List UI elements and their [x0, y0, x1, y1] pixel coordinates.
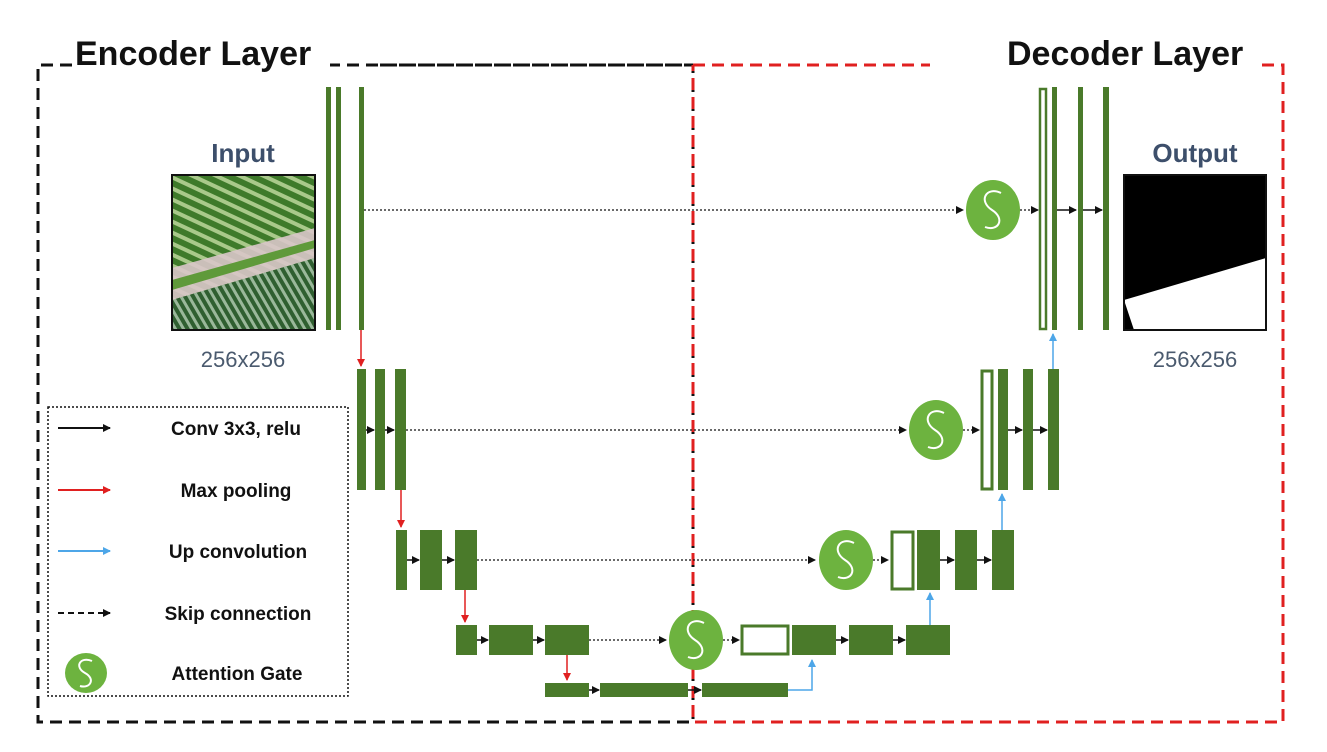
- decoder-level-4: [740, 624, 950, 656]
- feature-map: [456, 625, 477, 655]
- legend-label-attention: Attention Gate: [172, 664, 303, 685]
- attention-gate-icon: [819, 530, 873, 590]
- encoder-level-4: [456, 625, 589, 655]
- decoder-level-3: [890, 530, 1014, 591]
- output-title: Output: [1152, 138, 1238, 168]
- feature-map: [1023, 369, 1033, 490]
- feature-map: [545, 625, 589, 655]
- feature-map: [992, 530, 1014, 590]
- feature-map: [359, 87, 364, 330]
- legend-label-skip: Skip connection: [165, 604, 312, 625]
- legend-attention-gate-icon: [65, 653, 107, 693]
- feature-map: [375, 369, 385, 490]
- input-title: Input: [211, 138, 275, 168]
- feature-map: [600, 683, 688, 697]
- legend-label-conv: Conv 3x3, relu: [171, 419, 301, 440]
- feature-map: [489, 625, 533, 655]
- feature-map: [1048, 369, 1059, 490]
- feature-map: [336, 87, 341, 330]
- encoder-title: Encoder Layer: [75, 35, 311, 73]
- feature-map: [455, 530, 477, 590]
- legend-label-pool: Max pooling: [181, 481, 292, 502]
- feature-map: [917, 530, 940, 590]
- concat-feature-map: [890, 530, 915, 591]
- output-size: 256x256: [1153, 347, 1237, 372]
- output-mask: [1123, 174, 1267, 331]
- attention-gate-icon: [909, 400, 963, 460]
- legend: Conv 3x3, relu Max pooling Up convolutio…: [47, 406, 349, 697]
- encoder-level-2: [357, 369, 406, 490]
- feature-map: [420, 530, 442, 590]
- feature-map: [545, 683, 589, 697]
- decoder-border: [691, 63, 1285, 724]
- decoder-title: Decoder Layer: [1007, 35, 1243, 73]
- feature-map: [1103, 87, 1109, 330]
- decoder-level-2: [980, 369, 1059, 491]
- bottleneck: [545, 683, 788, 697]
- concat-feature-map: [1038, 87, 1048, 331]
- feature-map: [395, 369, 406, 490]
- attention-gate-icon: [966, 180, 1020, 240]
- upconv-arrow: [788, 659, 816, 691]
- feature-map: [396, 530, 407, 590]
- concat-feature-map: [740, 624, 790, 656]
- feature-map: [1052, 87, 1057, 330]
- encoder-level-3: [396, 530, 477, 590]
- encoder-level-1: [326, 87, 364, 330]
- legend-label-upconv: Up convolution: [169, 542, 307, 563]
- feature-map: [357, 369, 366, 490]
- feature-map: [849, 625, 893, 655]
- input-image: [171, 174, 316, 331]
- input-size: 256x256: [201, 347, 285, 372]
- attention-gate-icon: [669, 610, 723, 670]
- feature-map: [1078, 87, 1083, 330]
- concat-feature-map: [980, 369, 994, 491]
- feature-map: [326, 87, 331, 330]
- feature-map: [792, 625, 836, 655]
- feature-map: [955, 530, 977, 590]
- feature-map: [998, 369, 1008, 490]
- feature-map: [702, 683, 788, 697]
- feature-map: [906, 625, 950, 655]
- decoder-level-1: [1038, 87, 1109, 331]
